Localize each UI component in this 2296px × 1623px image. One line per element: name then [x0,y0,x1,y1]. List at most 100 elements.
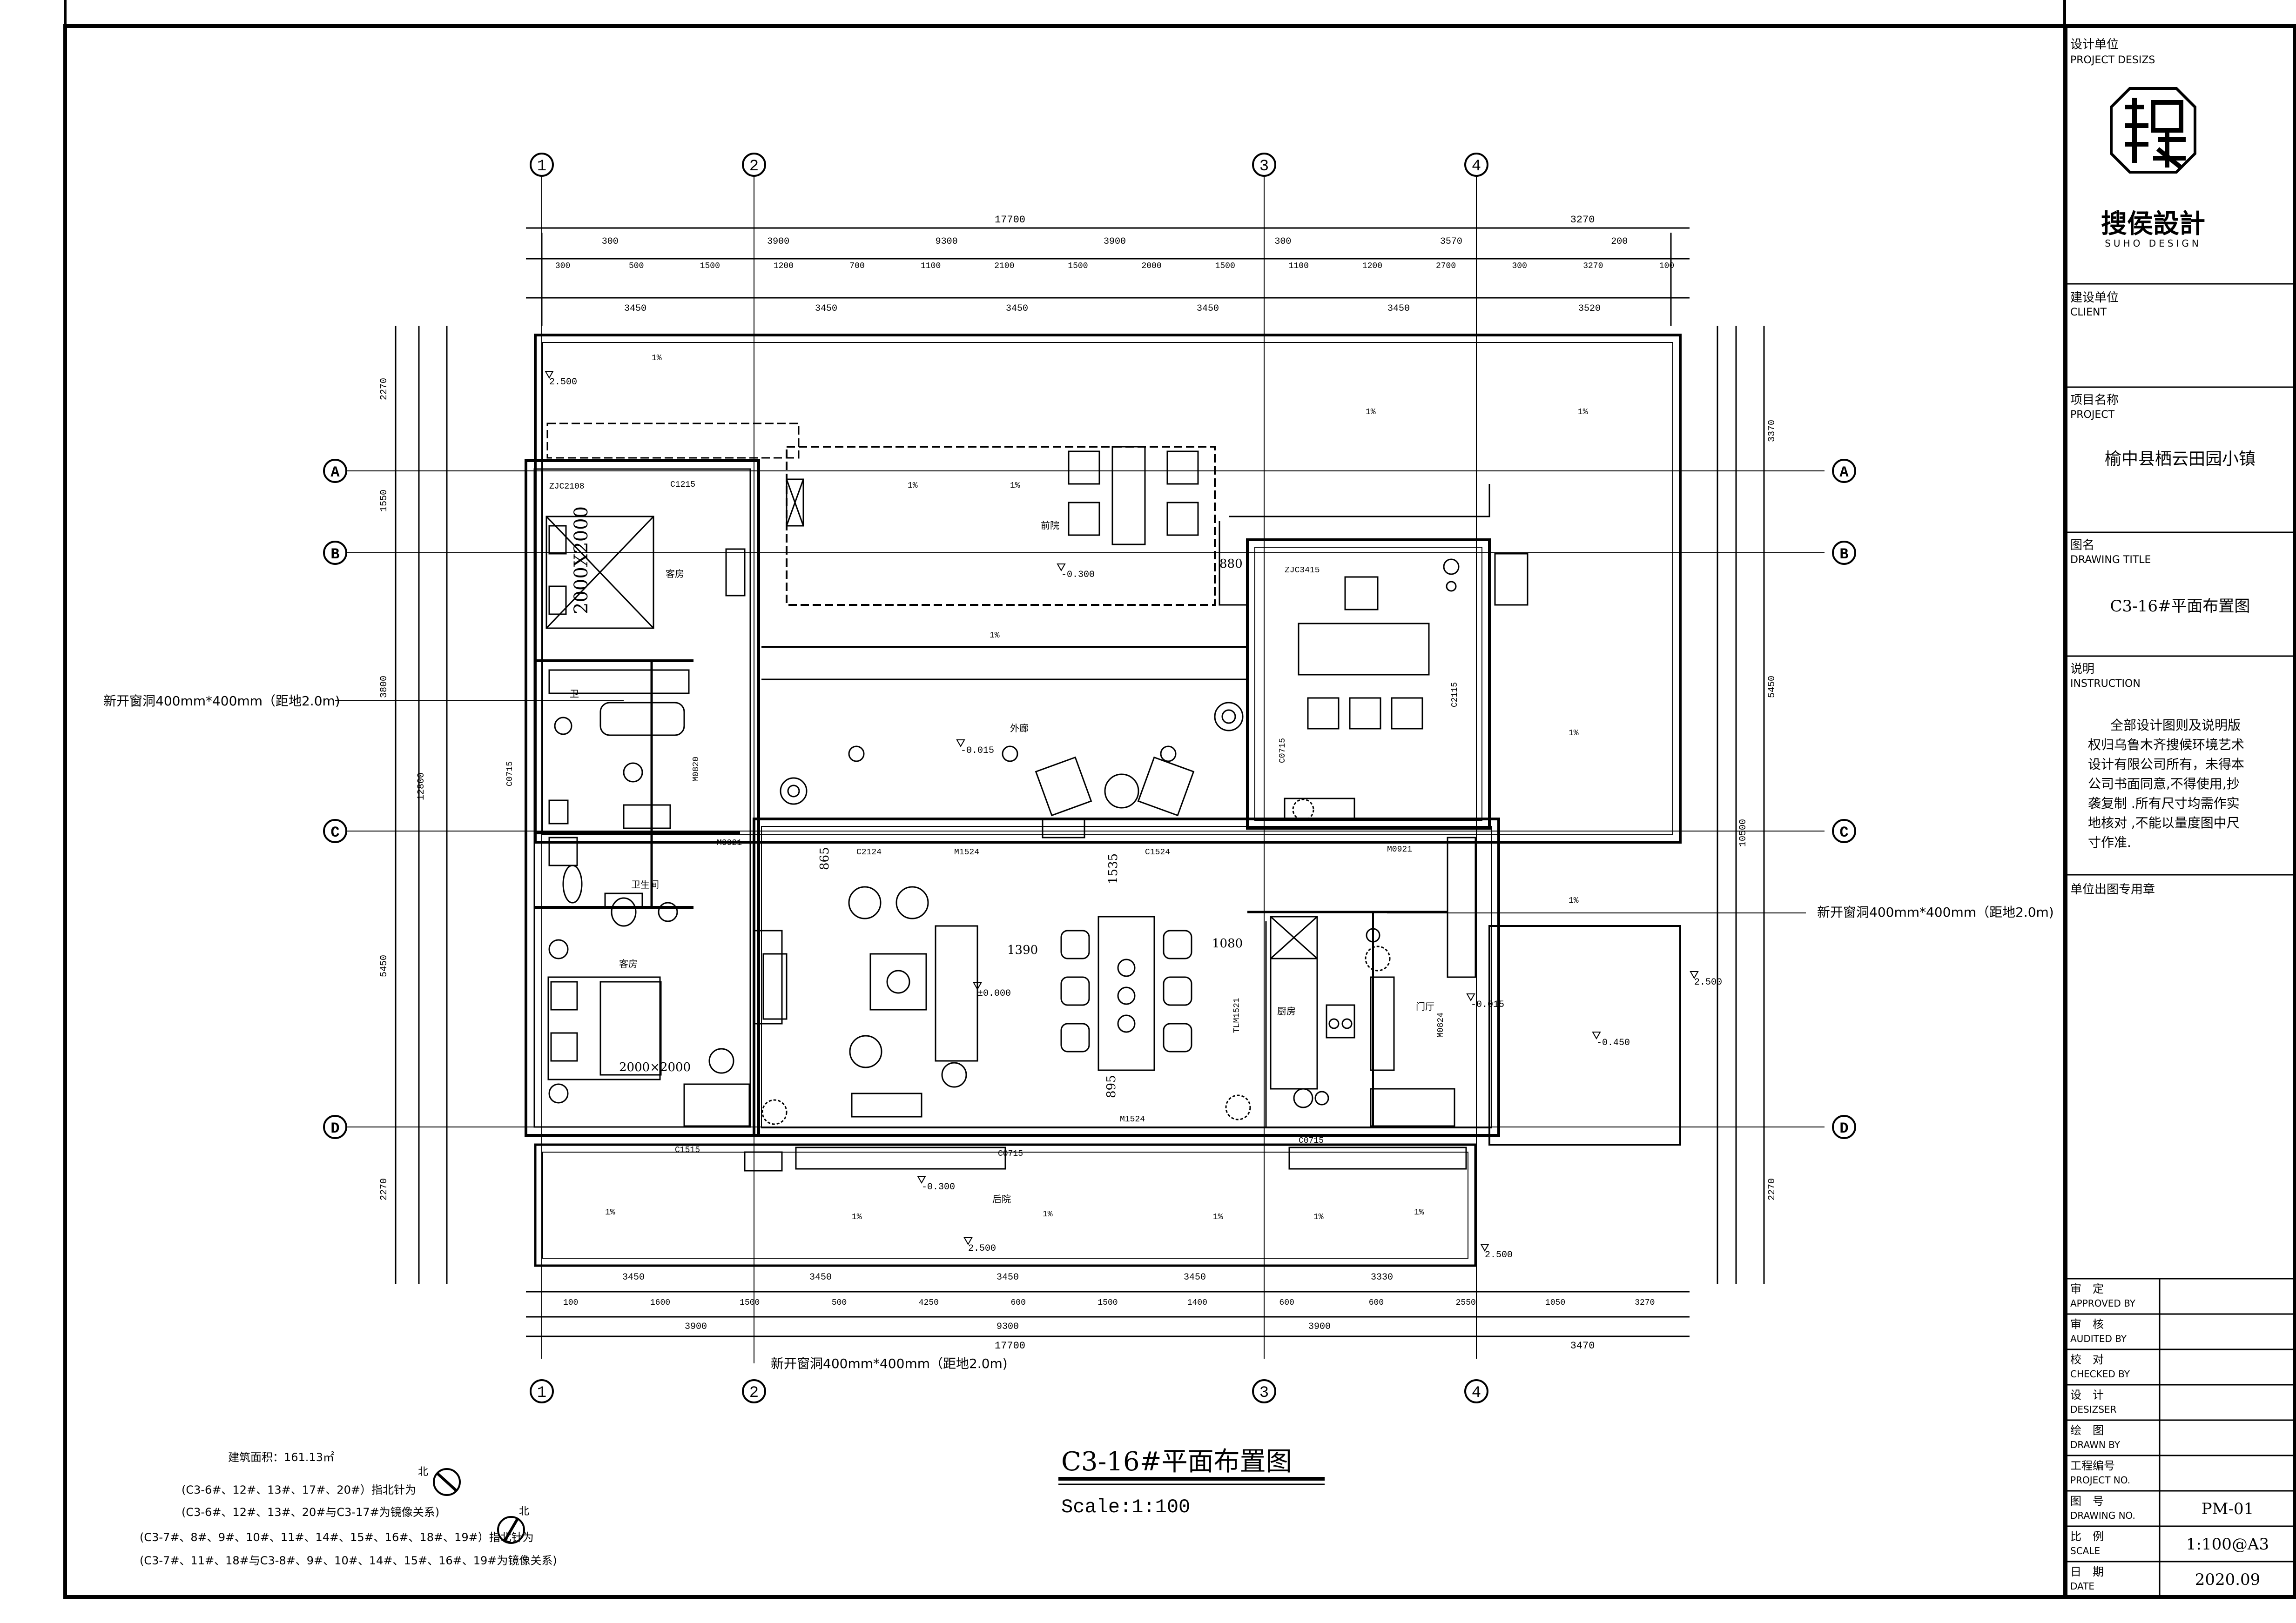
inner-dimension: 865 [818,847,832,870]
grid-number-label: 2 [749,1384,759,1402]
dim-top-row2: 1200 [1362,262,1382,271]
inner-dimension: 1535 [1106,853,1120,884]
dim-right: 3370 [1767,420,1778,442]
svg-text:北: 北 [418,1466,428,1478]
opening-code: TLM1521 [1232,998,1242,1033]
level-marker-icon [1690,971,1699,979]
level-marker-icon [545,371,554,379]
tb-row-value: 2020.09 [2195,1570,2261,1589]
plan-title: C3-16#平面布置图 [1061,1447,1292,1477]
dim-top-row2: 1500 [1068,262,1088,271]
dim-bottom-row1: 2550 [1456,1298,1476,1308]
dim-left: 3800 [379,676,390,698]
project-en: PROJECT [2070,409,2115,421]
svg-text:北: 北 [519,1506,529,1517]
level-label: -0.015 [961,745,994,756]
north-arrow-icon: 北 [497,1506,529,1544]
tb-row-value: PM-01 [2202,1500,2254,1518]
dim-bottom-row1: 3270 [1635,1298,1655,1308]
dim-right: 5450 [1767,676,1778,698]
grid-number-label: 4 [1472,158,1481,175]
dim-bottom-row1: 1500 [1098,1298,1118,1308]
level-label: -0.300 [1061,570,1095,580]
grid-bubble-letter [1832,459,1856,483]
level-marker-icon [963,1237,973,1246]
dim-left-total: 12800 [416,772,427,800]
logo-subtext: SUHO DESIGN [2105,238,2202,249]
dim-bottom-row1: 1500 [740,1298,760,1308]
grid-number-label: 3 [1259,158,1269,175]
grid-number-label: 1 [537,158,546,175]
dim-top-row1: 3900 [767,236,789,247]
grid-bubble-number [742,153,766,177]
room-label-foyer: 门厅 [1416,1001,1434,1012]
tb-row-label: 绘 图 [2070,1424,2104,1437]
instruction-text: 全部设计图则及说明版权归乌鲁木齐搜候环境艺术设计有限公司所有，未得本公司书面同意… [2088,718,2244,850]
opening-code: C2124 [856,848,882,857]
dim-top-row2: 1100 [1289,262,1309,271]
level-label: 2.500 [1694,977,1722,988]
dim-top-row1: 3570 [1440,236,1462,247]
design-unit-en: PROJECT DESIZS [2070,54,2155,66]
opening-code: C0715 [1299,1136,1324,1146]
dim-bottom-row3: 3900 [1308,1321,1331,1332]
dim-bottom-row2: 3450 [622,1272,645,1283]
dim-top-total: 17700 [995,214,1025,226]
dim-top-row2: 700 [849,262,864,271]
level-label: 2.500 [1485,1250,1513,1261]
grid-bubble-letter [1832,819,1856,843]
dim-bottom-row1: 600 [1010,1298,1025,1308]
north-note-4: (C3-7#、11#、18#与C3-8#、9#、10#、14#、15#、16#、… [140,1554,557,1567]
dim-top-row3: 3450 [624,303,646,314]
dim-top-row2: 1100 [921,262,941,271]
dim-top-row2: 100 [1659,262,1674,271]
north-note-3: (C3-7#、8#、9#、10#、11#、14#、15#、16#、18#、19#… [140,1531,534,1544]
sheet-frame [63,0,2296,1599]
dimension-lines [395,227,1765,1337]
dim-top-row1: 3900 [1104,236,1126,247]
grid-bubble-letter [323,819,347,843]
slope-label: 1% [605,1208,615,1217]
instruction-line: 袭复制 .所有尺寸均需作实 [2088,796,2240,811]
level-marker-icon [1057,563,1066,572]
inner-dimension: 895 [1104,1075,1118,1098]
tb-row-value: 1:100@A3 [2186,1535,2269,1554]
client-cn: 建设单位 [2070,291,2119,305]
dim-top-row2: 1200 [774,262,794,271]
slope-label: 1% [1414,1208,1424,1217]
instruction-line: 设计有限公司所有，未得本 [2088,757,2244,772]
dim-top-row1: 200 [1611,236,1628,247]
instruction-line: 权归乌鲁木齐搜候环境艺术 [2088,737,2244,752]
opening-code: C1215 [670,480,695,490]
opening-code: ZJC3415 [1285,566,1320,575]
grid-letter-label: A [1839,464,1849,481]
grid-letter-label: C [1839,824,1848,841]
room-label-bath-1: 卫生间 [631,879,659,890]
window-note-bottom: 新开窗洞400mm*400mm（距地2.0m) [771,1356,1008,1371]
slope-label: 1% [1043,1210,1053,1219]
legend: 建筑面积：161.13㎡ (C3-6#、12#、13#、17#、20#）指北针为… [140,1451,557,1567]
room-label-guest-room-1: 客房 [666,568,684,579]
project-value: 榆中县栖云田园小镇 [2105,449,2256,469]
dim-bottom-row2: 3450 [809,1272,832,1283]
logo-text: 搜侯設計 [2101,209,2205,239]
dim-top-row2: 3270 [1583,262,1603,271]
dim-bottom-row2: 3330 [1371,1272,1393,1283]
level-label: -0.450 [1596,1038,1630,1048]
slope-label: 1% [1313,1213,1324,1222]
inner-dimension: 2000×2000 [619,1060,691,1074]
instruction-line: 寸作准. [2088,835,2131,850]
room-label-back-yard: 后院 [992,1194,1011,1205]
dim-left: 2270 [379,378,390,400]
dim-top-row1: 300 [1274,236,1291,247]
instruction-cn: 说明 [2070,662,2094,676]
plan-scale: Scale:1:100 [1061,1496,1190,1518]
tb-row-label-en: APPROVED BY [2070,1298,2136,1309]
room-label-front-yard: 前院 [1041,520,1059,531]
level-marker-icon [973,982,982,991]
dim-top-row2: 2100 [994,262,1014,271]
opening-code: M0921 [717,838,742,848]
company-logo [2110,87,2196,174]
